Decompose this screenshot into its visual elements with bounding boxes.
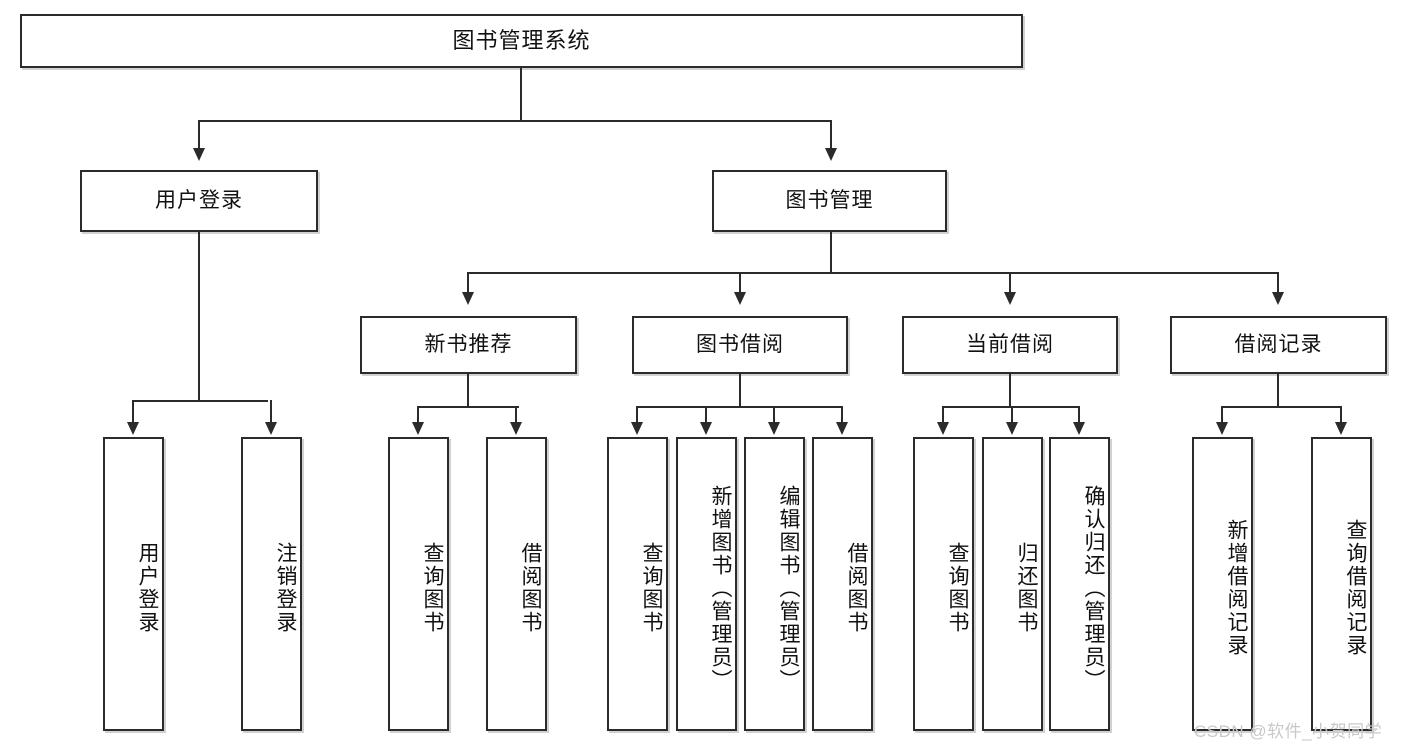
leaf-user-login[interactable]: 用户登录 <box>103 437 164 731</box>
arrowhead-br-leaf-1 <box>1335 422 1347 435</box>
connector-root-to-user-login <box>198 120 200 150</box>
connector-user-login-to-leaf-0 <box>132 400 134 424</box>
connector-user-login-to-leaf-1 <box>270 400 272 424</box>
node-label: 编辑图书（管理员） <box>777 484 800 692</box>
connector-book-borrow-bus <box>636 406 843 408</box>
leaf-bb-edit-book-admin[interactable]: 编辑图书（管理员） <box>744 437 805 731</box>
watermark-text: CSDN @软件_小贺同学 <box>1194 722 1383 741</box>
leaf-nb-borrow-book[interactable]: 借阅图书 <box>486 437 547 731</box>
connector-borrow-record-stem <box>1277 374 1279 406</box>
connector-cb-leaf-1 <box>1011 406 1013 424</box>
node-label: 归还图书 <box>1015 542 1038 634</box>
connector-borrow-record-bus <box>1221 406 1341 408</box>
node-label: 查询图书 <box>946 542 969 634</box>
leaf-br-query-record[interactable]: 查询借阅记录 <box>1311 437 1372 731</box>
connector-to-borrow-record <box>1277 272 1279 294</box>
node-label: 确认归还（管理员） <box>1082 484 1105 692</box>
arrowhead-nb-leaf-0 <box>412 422 424 435</box>
node-current-borrow[interactable]: 当前借阅 <box>902 316 1118 374</box>
leaf-logout[interactable]: 注销登录 <box>241 437 302 731</box>
arrowhead-bb-leaf-1 <box>700 422 712 435</box>
connector-book-borrow-stem <box>739 374 741 406</box>
node-label: 新书推荐 <box>424 333 513 357</box>
connector-current-borrow-bus <box>942 406 1079 408</box>
connector-book-manage-stem <box>830 232 832 272</box>
node-label: 借阅图书 <box>519 542 542 634</box>
arrowhead-leaf-user-login <box>127 422 139 435</box>
node-label: 查询图书 <box>640 542 663 634</box>
node-label: 图书管理 <box>785 189 874 213</box>
connector-current-borrow-stem <box>1009 374 1011 406</box>
node-label: 新增图书（管理员） <box>709 484 732 692</box>
node-root-system[interactable]: 图书管理系统 <box>20 14 1023 68</box>
arrowhead-new-book <box>462 292 474 305</box>
node-borrow-record[interactable]: 借阅记录 <box>1170 316 1387 374</box>
leaf-bb-add-book-admin[interactable]: 新增图书（管理员） <box>676 437 737 731</box>
arrowhead-cb-leaf-0 <box>937 422 949 435</box>
node-label: 新增借阅记录 <box>1225 519 1248 657</box>
leaf-cb-query-book[interactable]: 查询图书 <box>913 437 974 731</box>
connector-bb-leaf-0 <box>636 406 638 424</box>
node-label: 借阅记录 <box>1234 333 1323 357</box>
connector-new-book-leaf-1 <box>515 406 517 424</box>
arrowhead-bb-leaf-3 <box>836 422 848 435</box>
leaf-cb-confirm-return-admin[interactable]: 确认归还（管理员） <box>1049 437 1110 731</box>
arrowhead-leaf-logout <box>265 422 277 435</box>
leaf-cb-return-book[interactable]: 归还图书 <box>982 437 1043 731</box>
connector-new-book-bus <box>417 406 519 408</box>
connector-root-bus <box>198 120 832 122</box>
connector-new-book-leaf-0 <box>417 406 419 424</box>
connector-cb-leaf-0 <box>942 406 944 424</box>
leaf-br-add-record[interactable]: 新增借阅记录 <box>1192 437 1253 731</box>
connector-br-leaf-0 <box>1221 406 1223 424</box>
arrowhead-book-borrow <box>734 292 746 305</box>
connector-user-login-stem <box>198 232 200 400</box>
node-label: 查询借阅记录 <box>1344 519 1367 657</box>
node-new-book-recommend[interactable]: 新书推荐 <box>360 316 577 374</box>
connector-new-book-stem <box>467 374 469 406</box>
connector-book-manage-bus <box>467 272 1279 274</box>
arrowhead-br-leaf-0 <box>1216 422 1228 435</box>
node-label: 当前借阅 <box>966 333 1054 357</box>
node-label: 注销登录 <box>274 542 297 634</box>
connector-cb-leaf-2 <box>1078 406 1080 424</box>
node-label: 用户登录 <box>155 189 243 213</box>
connector-to-current-borrow <box>1009 272 1011 294</box>
connector-bb-leaf-1 <box>705 406 707 424</box>
arrowhead-nb-leaf-1 <box>510 422 522 435</box>
connector-user-login-bus <box>132 400 268 402</box>
connector-to-new-book <box>467 272 469 294</box>
connector-root-stem <box>520 68 522 120</box>
arrowhead-cb-leaf-1 <box>1006 422 1018 435</box>
node-label: 用户登录 <box>136 542 159 634</box>
connector-br-leaf-1 <box>1340 406 1342 424</box>
connector-bb-leaf-3 <box>841 406 843 424</box>
connector-root-to-book-manage <box>830 120 832 150</box>
leaf-nb-query-book[interactable]: 查询图书 <box>388 437 449 731</box>
node-label: 图书管理系统 <box>452 27 591 53</box>
node-label: 查询图书 <box>421 542 444 634</box>
arrowhead-bb-leaf-2 <box>768 422 780 435</box>
node-book-manage[interactable]: 图书管理 <box>712 170 947 232</box>
arrowhead-bb-leaf-0 <box>631 422 643 435</box>
leaf-bb-query-book[interactable]: 查询图书 <box>607 437 668 731</box>
leaf-bb-borrow-book[interactable]: 借阅图书 <box>812 437 873 731</box>
node-user-login[interactable]: 用户登录 <box>80 170 318 232</box>
arrowhead-user-login <box>193 148 205 161</box>
connector-bb-leaf-2 <box>773 406 775 424</box>
node-book-borrow[interactable]: 图书借阅 <box>632 316 848 374</box>
connector-to-book-borrow <box>739 272 741 294</box>
arrowhead-book-manage <box>825 148 837 161</box>
node-label: 借阅图书 <box>845 542 868 634</box>
arrowhead-current-borrow <box>1004 292 1016 305</box>
arrowhead-borrow-record <box>1272 292 1284 305</box>
node-label: 图书借阅 <box>696 333 784 357</box>
arrowhead-cb-leaf-2 <box>1073 422 1085 435</box>
